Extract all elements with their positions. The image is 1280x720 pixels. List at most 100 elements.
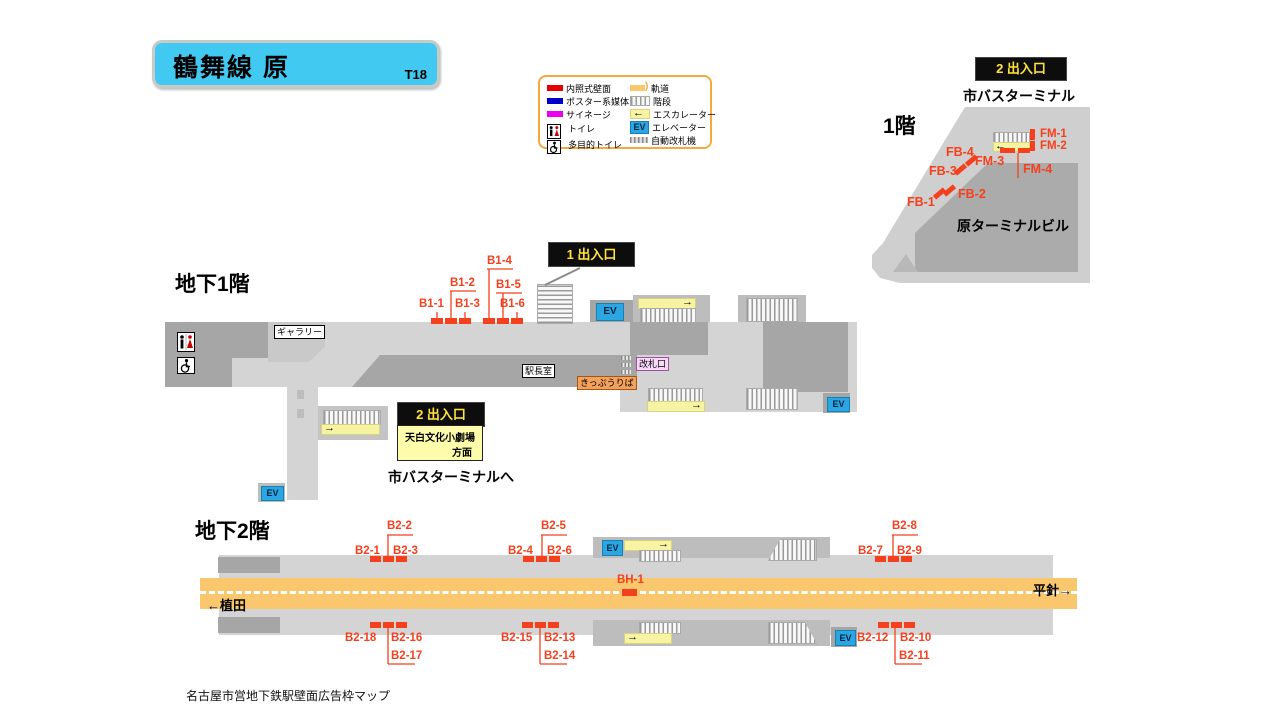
b2-platform-block (218, 617, 280, 633)
legend: 内照式壁面 ポスター系媒体 サイネージ (538, 75, 716, 154)
ad-slot-label: B2-17 (391, 650, 423, 662)
arrow-right-icon: → (691, 401, 702, 411)
terminal-building-label: 原ターミナルビル (957, 218, 1069, 234)
exit1-badge: 1 出入口 (548, 242, 635, 267)
gallery-label: ギャラリー (274, 325, 326, 339)
fare-gate-label: 改札口 (636, 357, 670, 371)
track-centerline (200, 591, 1077, 594)
ad-slot-mark-b1-2 (445, 318, 457, 324)
floor-b1: 地下1階 → EV 2 出入口 天白文化小劇場 方面 市バスターミナルへ (160, 240, 865, 510)
ad-slot-label: FB-2 (958, 187, 986, 201)
ad-slot-label: B2-18 (345, 632, 377, 644)
elevator-icon: EV (827, 397, 850, 412)
legend-label: トイレ (568, 124, 596, 134)
track-icon: ) (630, 81, 648, 93)
b1-corridor-pillar (297, 409, 304, 418)
legend-left-column: 内照式壁面 ポスター系媒体 サイネージ (547, 82, 630, 154)
legend-item: EV エレベーター (630, 120, 716, 134)
legend-item: 自動改札機 (630, 134, 716, 146)
ad-slot-mark-b1-6 (511, 318, 523, 324)
exit2-destination-box: 天白文化小劇場 方面 (397, 425, 483, 461)
ad-slot-mark-b2-2 (383, 556, 394, 562)
ad-slot-mark-b1-1 (431, 318, 443, 324)
ad-slot-mark-b1-3 (459, 318, 471, 324)
escalator-icon: → (624, 633, 672, 644)
floor-1f-outline (872, 107, 1090, 283)
ad-slot-mark-b2-9 (901, 556, 912, 562)
stairs-icon (323, 410, 381, 425)
ad-slot-mark-fm3b (1018, 148, 1030, 153)
ad-slot-label: B2-14 (544, 650, 576, 662)
elevator-icon: EV (602, 540, 623, 556)
ad-slot-label: B1-4 (487, 255, 512, 267)
toilet-icon (547, 123, 565, 139)
arrow-right-icon: → (324, 424, 335, 434)
ad-slot-label: B2-10 (900, 632, 932, 644)
ad-slot-label: B1-2 (450, 277, 475, 289)
ad-slot-label: B2-11 (899, 650, 930, 662)
legend-label: ポスター系媒体 (566, 96, 630, 107)
ad-slot-label: B2-15 (501, 632, 533, 644)
b1-back-room-block (218, 322, 270, 358)
stairs-icon (639, 550, 681, 562)
escalator-icon: ← (630, 109, 650, 119)
ad-slot-mark-b2-3 (396, 556, 407, 562)
ad-slot-mark-b2-13 (548, 622, 559, 628)
station-number-badge: T18 (404, 67, 427, 82)
exit2-badge-1f: 2 出入口 (975, 57, 1067, 81)
legend-item: 階段 (630, 95, 716, 107)
ad-slot-mark-b2-4 (523, 556, 534, 562)
ad-slot-label: B1-5 (496, 279, 521, 291)
ad-slot-mark-b2-1 (370, 556, 381, 562)
legend-item: 内照式壁面 (547, 82, 629, 94)
ad-slot-mark-b1-5 (497, 318, 509, 324)
floor-b2: 地下2階 ←植田 平針→ EV → → EV (195, 512, 1085, 677)
ad-slot-label: B2-2 (387, 520, 412, 532)
ticket-gate-icon (621, 356, 631, 374)
legend-item: サイネージ (547, 108, 629, 120)
elevator-icon: EV (261, 486, 284, 501)
legend-right-column: ) 軌道 階段 ← エスカレーター EV エレベーター 自動改札機 (630, 81, 716, 147)
stairs-icon (630, 96, 650, 106)
escalator-icon: → (321, 424, 380, 435)
stairs-icon (746, 388, 798, 410)
ad-slot-mark-fm2 (1030, 141, 1035, 151)
ticket-window-label: きっぷうりば (577, 376, 637, 390)
legend-label: 多目的トイレ (568, 140, 623, 150)
ad-slot-mark-b2-5 (536, 556, 547, 562)
ad-slot-mark-fm3a (1000, 148, 1015, 153)
ad-slot-label: B1-1 (419, 298, 444, 310)
arrow-right-icon: → (682, 298, 693, 308)
ad-slot-label: B2-12 (857, 632, 889, 644)
ad-slot-label: FM-4 (1023, 162, 1053, 176)
arrow-left-icon: ← (995, 142, 1006, 152)
ad-slot-mark-b2-14 (535, 622, 546, 628)
ad-slot-mark-b2-6 (549, 556, 560, 562)
ad-slot-label: BH-1 (617, 574, 644, 586)
elevator-icon: EV (596, 303, 624, 321)
ad-slot-mark-b2-18 (370, 622, 381, 628)
ad-slot-mark-b2-7 (875, 556, 886, 562)
ad-slot-label: B2-13 (544, 632, 576, 644)
ad-slot-mark-fm1 (1030, 129, 1035, 140)
legend-item: トイレ (547, 121, 629, 139)
legend-item: ← エスカレーター (630, 108, 716, 120)
to-bus-terminal-label: 市バスターミナルへ (388, 469, 514, 485)
ad-slot-label: B2-8 (892, 520, 917, 532)
ad-slot-label: FM-3 (975, 154, 1005, 168)
magenta-swatch-icon (547, 111, 563, 117)
floor-b1-label: 地下1階 (175, 273, 250, 296)
ad-slot-label: B1-6 (500, 298, 525, 310)
ad-slot-mark-b2-15 (522, 622, 533, 628)
terminal-building-shape (915, 163, 1078, 272)
stairs-icon (648, 388, 703, 402)
ad-slot-label: B2-3 (393, 545, 418, 557)
stairs-icon (640, 308, 696, 323)
ad-slot-label: B2-6 (547, 545, 572, 557)
exit2-badge-b1: 2 出入口 (397, 402, 485, 427)
elevator-icon: EV (630, 120, 649, 134)
b2-platform-block (218, 557, 280, 573)
bus-terminal-label: 市バスターミナル (963, 88, 1075, 104)
ad-slot-label: FB-4 (946, 145, 974, 159)
